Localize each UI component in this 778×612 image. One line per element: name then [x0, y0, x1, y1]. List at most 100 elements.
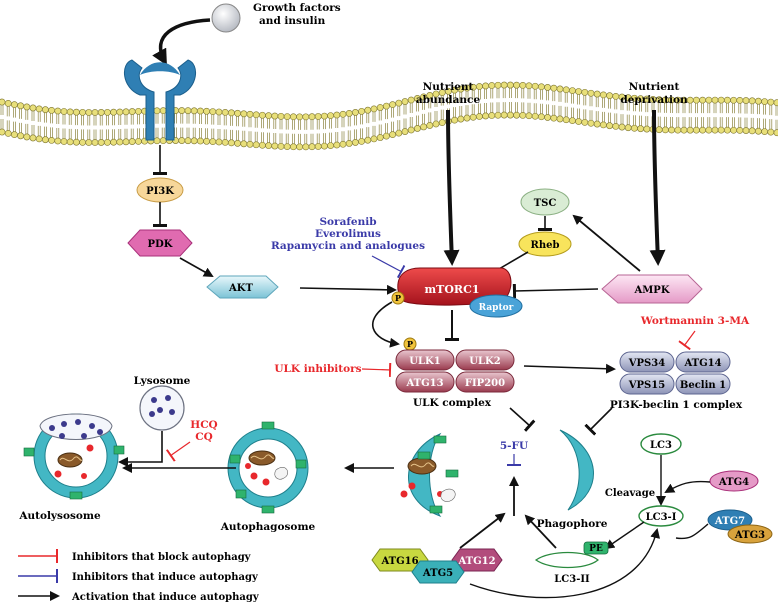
lc3ii-to-phagophore-arrow — [524, 514, 557, 549]
lipid-tails — [279, 119, 283, 144]
lipid-tails — [682, 103, 686, 128]
ulk2-label: ULK2 — [469, 356, 500, 367]
lipid-head — [550, 114, 558, 122]
lipid-head — [29, 134, 37, 142]
lysosome-label: Lysosome — [134, 375, 191, 387]
lipid-head — [351, 139, 359, 146]
lipid-tails — [372, 111, 376, 136]
lipid-head — [668, 126, 675, 134]
akt-to-mtorc1-edge — [299, 284, 397, 295]
lipid-head — [252, 141, 260, 149]
mtorc1-node — [397, 267, 512, 306]
lipid-head — [209, 138, 217, 146]
lipid-head — [48, 106, 55, 114]
lipid-tails — [19, 108, 22, 133]
lysosome-fusion-arrow — [118, 431, 163, 467]
wortmannin-label: Wortmannin 3-MA — [640, 315, 750, 327]
nutrient-abundance-arrow — [443, 109, 460, 266]
lipid-tails — [0, 105, 4, 130]
lipid-head — [569, 117, 576, 125]
lipid-head — [612, 122, 620, 130]
label-nutrient-deprivation-1: Nutrient — [629, 81, 680, 93]
lipid-tails — [391, 107, 394, 132]
phagophore-label: Phagophore — [537, 518, 608, 530]
lipid-tails — [261, 118, 264, 143]
lipid-tails — [533, 89, 537, 114]
lipid-head — [17, 132, 24, 140]
lipid-head — [265, 142, 272, 150]
lipid-tails — [527, 88, 531, 113]
lipid-tails — [490, 88, 494, 113]
atg4-label: ATG4 — [718, 477, 749, 488]
lipid-head — [686, 126, 694, 134]
lipid-head — [203, 107, 210, 115]
lipid-tails — [434, 96, 438, 121]
lipid-tails — [496, 88, 500, 113]
akt-label: AKT — [228, 283, 253, 294]
lipid-head — [767, 128, 775, 136]
lipid-tails — [744, 103, 748, 128]
lipid-head — [314, 113, 322, 120]
lipid-tails — [155, 113, 159, 138]
lipid-head — [730, 126, 737, 134]
lipid-tails — [595, 97, 599, 122]
lipid-tails — [304, 119, 308, 144]
lipid-head — [538, 83, 545, 91]
lipid-tails — [347, 116, 351, 141]
lipid-head — [457, 115, 465, 123]
lipid-tails — [571, 93, 574, 118]
drug-everolimus: Everolimus — [315, 228, 381, 240]
lipid-head — [376, 104, 384, 111]
phagophore-shape — [559, 429, 594, 511]
vps34-label: VPS34 — [628, 358, 665, 369]
lipid-head — [104, 108, 111, 116]
five-fu-label: 5-FU — [500, 440, 528, 452]
lipid-tails — [546, 90, 549, 115]
insulin-receptor — [124, 59, 196, 141]
lysosome-shape — [139, 385, 185, 431]
lipid-head — [234, 139, 241, 147]
lipid-head — [333, 111, 341, 119]
lipid-head — [60, 108, 68, 115]
lipid-head — [413, 125, 421, 132]
lipid-head — [104, 138, 111, 146]
lipid-head — [717, 96, 725, 104]
lipid-tails — [211, 114, 215, 139]
lipid-head — [333, 141, 341, 149]
lipid-head — [562, 86, 570, 94]
lipid-tails — [161, 113, 165, 138]
lipid-tails — [707, 103, 711, 128]
lipid-head — [283, 113, 291, 121]
lipid-head — [463, 114, 471, 122]
lipid-head — [327, 112, 334, 120]
lipid-head — [519, 82, 527, 89]
pi3k-beclin-complex: VPS34 ATG14 VPS15 Beclin 1 — [619, 351, 731, 395]
lipid-tails — [242, 116, 246, 141]
lipid-head — [705, 126, 713, 134]
lipid-head — [23, 103, 31, 111]
lipid-head — [54, 107, 62, 115]
lipid-head — [215, 108, 223, 116]
lipid-tails — [186, 113, 190, 138]
lipid-tails — [180, 113, 184, 138]
lipid-head — [196, 137, 204, 145]
lipid-head — [351, 109, 359, 116]
lipid-tails — [254, 117, 258, 142]
lipid-tails — [366, 113, 370, 138]
lipid-head — [345, 140, 353, 147]
atg3-node — [727, 524, 773, 544]
lipid-head — [29, 104, 37, 112]
lipid-head — [320, 142, 328, 150]
wortmannin-inhibits-edge — [678, 330, 696, 351]
mtorc1-label: mTORC1 — [425, 283, 480, 296]
lipid-head — [128, 108, 136, 115]
lipid-head — [246, 140, 254, 148]
lipid-tails — [440, 95, 444, 120]
mtorc1-complex: mTORC1 Raptor P — [391, 267, 523, 318]
lipid-tails — [118, 115, 122, 140]
lipid-head — [600, 121, 607, 129]
label-nutrient-abundance-1: Nutrient — [423, 81, 474, 93]
lipid-head — [761, 128, 768, 136]
lipid-head — [389, 101, 396, 109]
lipid-head — [699, 96, 706, 104]
